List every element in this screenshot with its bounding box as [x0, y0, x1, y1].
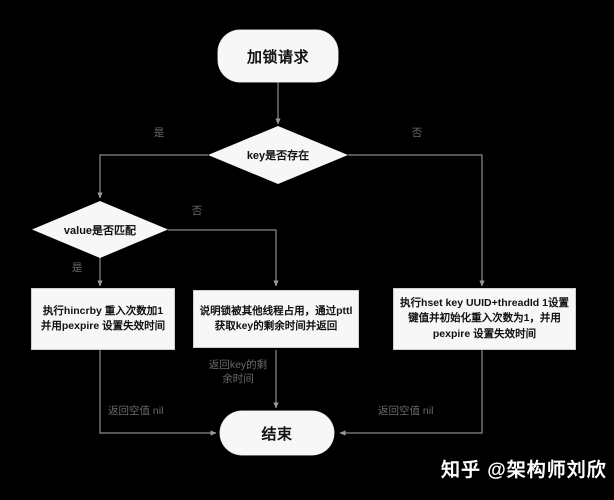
edge-value-no-to-pttl [168, 229, 279, 287]
edge-hset-to-end [339, 350, 483, 436]
node-end[interactable]: 结束 [220, 411, 334, 455]
edge-label-key-yes: 是 [153, 127, 165, 139]
node-start[interactable]: 加锁请求 [218, 30, 338, 82]
edge-key-no-to-hset [348, 154, 485, 287]
node-process-pttl-label: 说明锁被其他线程占用，通过pttl 获取key的剩余时间并返回 [199, 304, 353, 332]
node-process-hset-label: 执行hset key UUID+threadId 1设置键值并初始化重入次数为1… [400, 297, 569, 340]
node-decision-key-label: key是否存在 [246, 150, 310, 162]
edge-label-key-no: 否 [411, 127, 423, 139]
node-decision-value-match[interactable]: value是否匹配 [32, 201, 168, 258]
edge-label-value-no: 否 [191, 205, 203, 217]
watermark-zhihu: 知乎 @架构师刘欣 [441, 460, 607, 481]
node-start-label: 加锁请求 [246, 48, 309, 66]
node-process-hset[interactable]: 执行hset key UUID+threadId 1设置键值并初始化重入次数为1… [393, 288, 576, 350]
edge-key-yes-to-value [97, 154, 208, 199]
edge-label-return-ttl: 返回key的剩 余时间 [208, 359, 268, 386]
edge-label-return-nil-left: 返回空值 nil [108, 405, 164, 417]
node-decision-value-label: value是否匹配 [63, 224, 137, 237]
node-process-hincrby-label: 执行hincrby 重入次数加1 并用pexpire 设置失效时间 [40, 304, 166, 332]
node-process-hincrby[interactable]: 执行hincrby 重入次数加1 并用pexpire 设置失效时间 [31, 288, 175, 350]
edge-label-return-nil-right: 返回空值 nil [378, 405, 434, 417]
node-process-pttl[interactable]: 说明锁被其他线程占用，通过pttl 获取key的剩余时间并返回 [193, 290, 359, 348]
edge-hincrby-to-end [99, 350, 217, 436]
node-end-label: 结束 [261, 425, 293, 443]
node-decision-key-exists[interactable]: key是否存在 [208, 126, 348, 184]
edge-label-value-yes: 是 [71, 262, 83, 274]
